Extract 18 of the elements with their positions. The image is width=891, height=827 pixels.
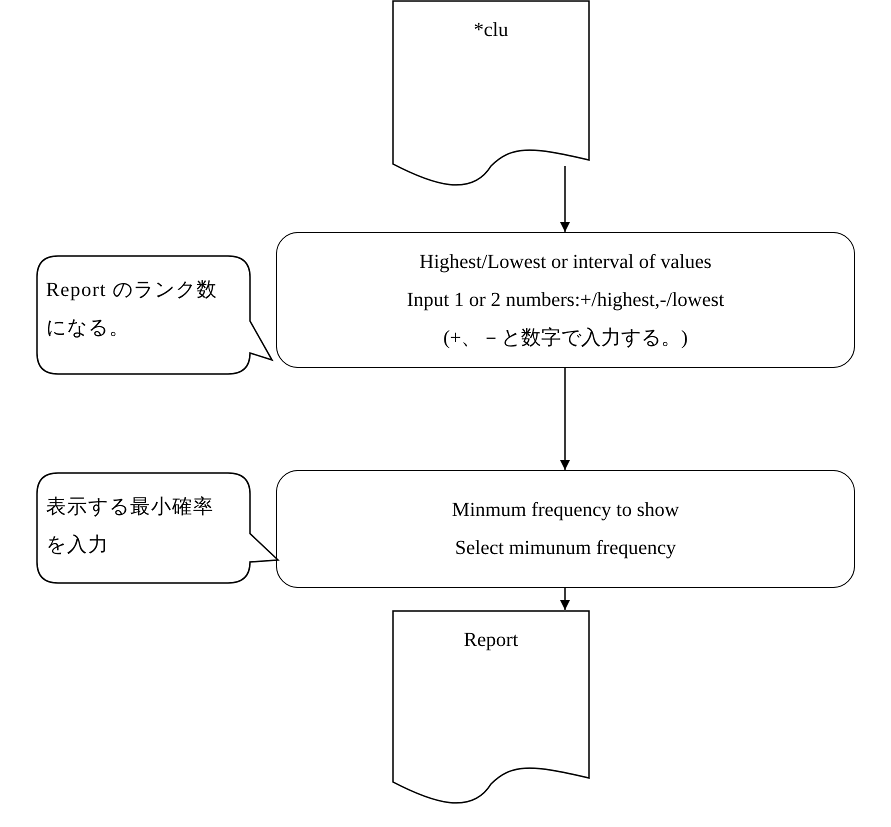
document-shape [392, 610, 590, 802]
document-label: Report [464, 628, 518, 653]
callout-text: Report のランク数になる。 [46, 278, 218, 341]
process-box [276, 232, 855, 368]
process-box [276, 470, 855, 588]
process-text: Minmum frequency to show [452, 498, 680, 523]
speech-bubble [36, 255, 276, 375]
speech-bubble [36, 472, 280, 584]
process-text: Highest/Lowest or interval of values [419, 250, 712, 275]
process-text: Select mimunum frequency [454, 536, 676, 561]
process-text: Input 1 or 2 numbers:+/highest,-/lowest [406, 288, 724, 313]
process-text: (+、－と数字で入力する。) [443, 326, 688, 351]
arrow [560, 166, 570, 232]
callout-text: 表示する最小確率を入力 [46, 495, 215, 558]
arrow [560, 368, 570, 470]
arrow [560, 588, 570, 610]
document-label: *clu [474, 18, 508, 43]
document-shape [392, 0, 590, 184]
